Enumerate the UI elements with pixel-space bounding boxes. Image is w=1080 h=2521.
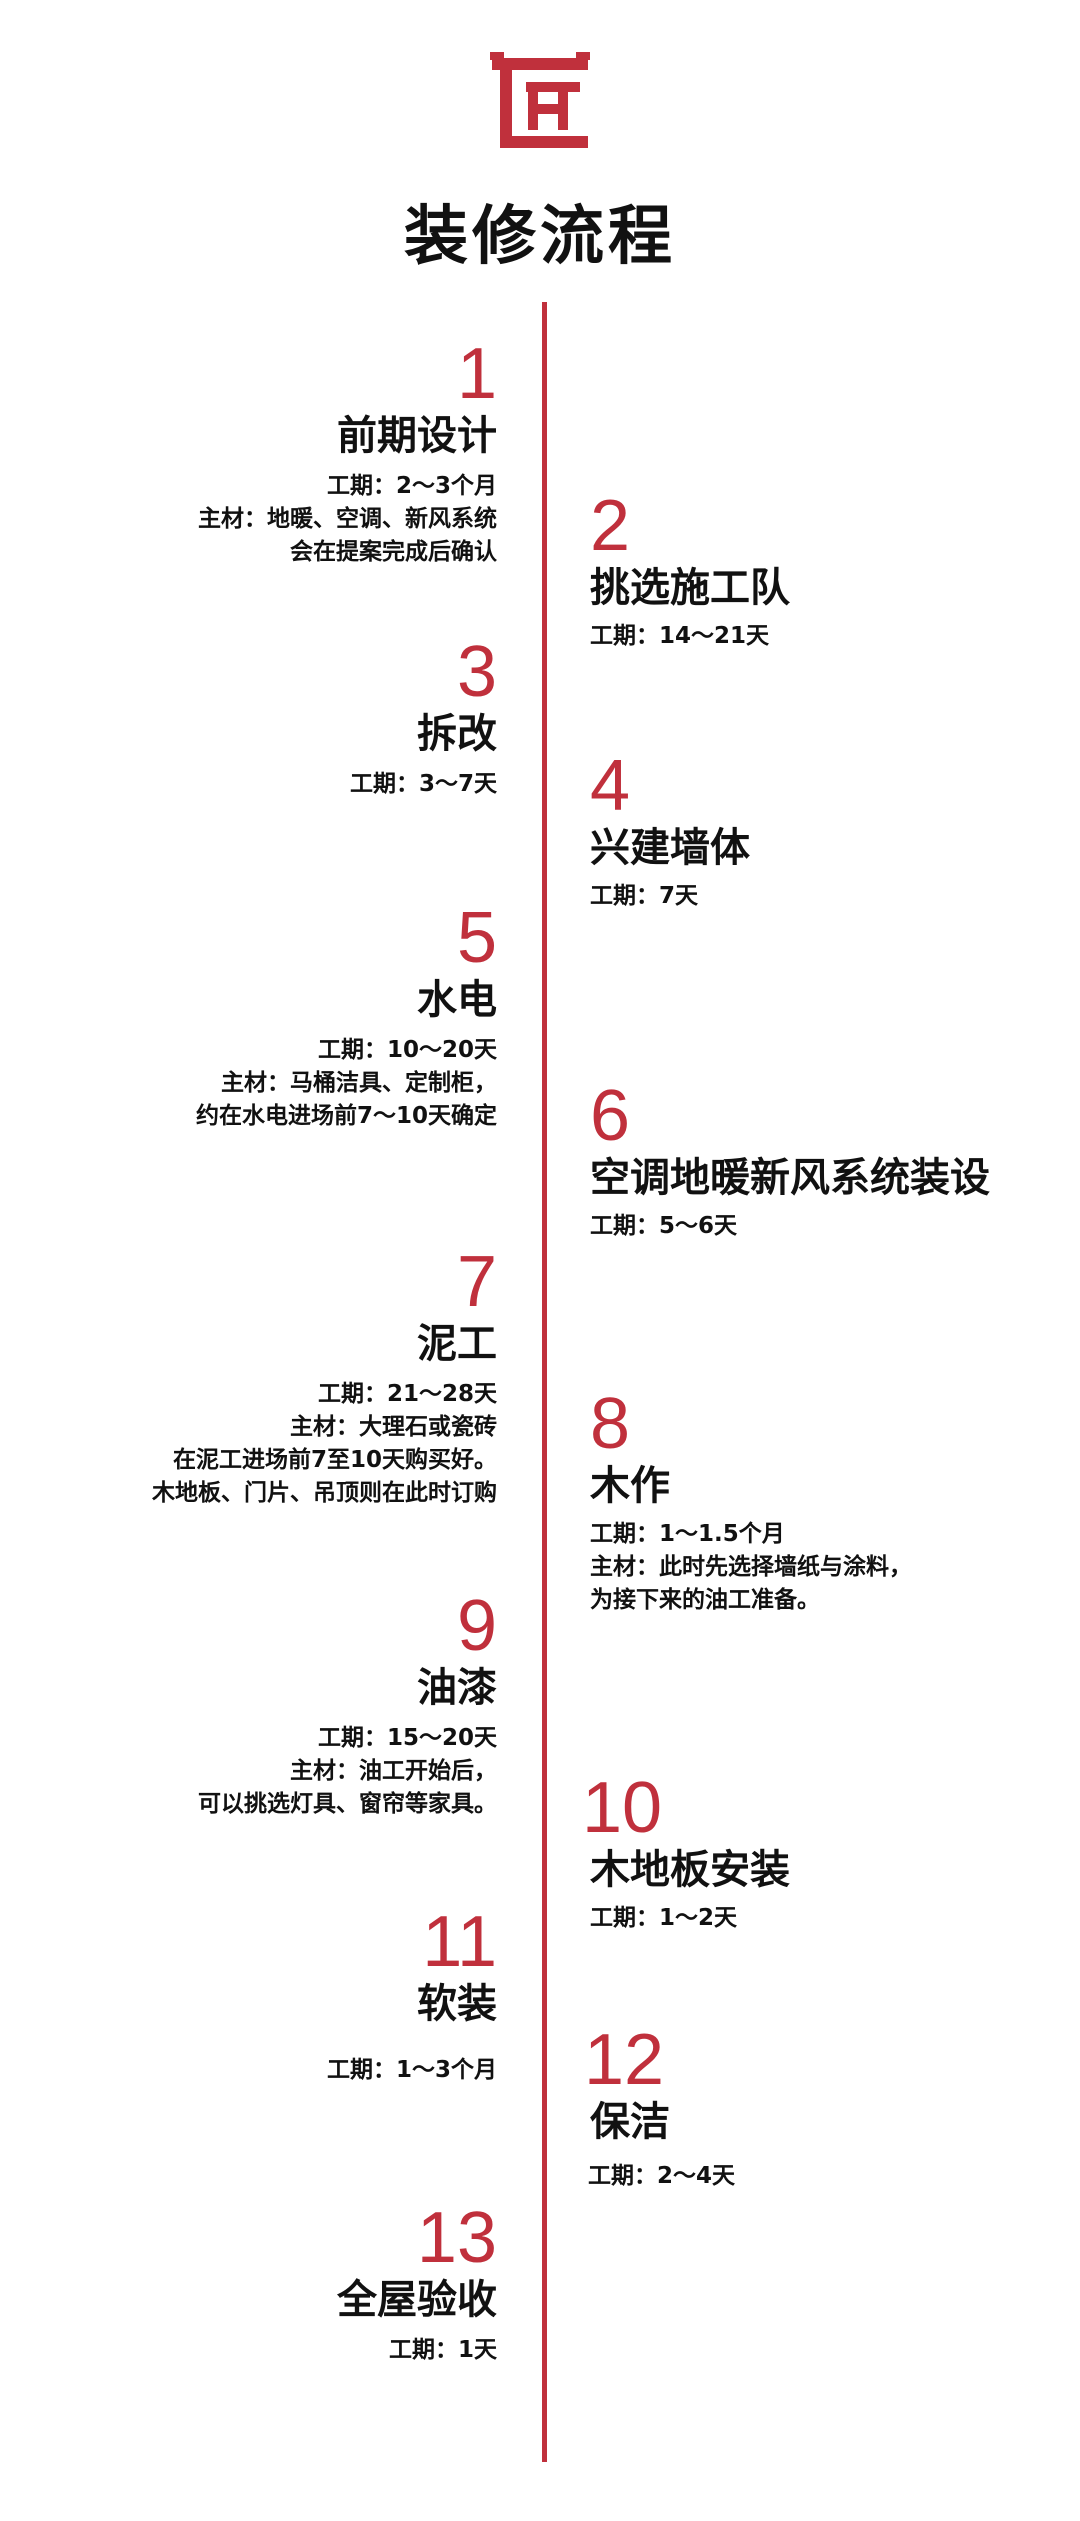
step-9: 9 油漆 工期：15～20天 主材：油工开始后， 可以挑选灯具、窗帘等家具。 bbox=[198, 1586, 497, 1821]
step-title: 挑选施工队 bbox=[590, 565, 790, 611]
step-12: 12 保洁 工期：2～4天 bbox=[584, 2020, 735, 2193]
step-detail-line: 工期：10～20天 bbox=[317, 1037, 497, 1063]
timeline-line bbox=[542, 302, 547, 2462]
step-details: 工期：14～21天 bbox=[590, 620, 790, 653]
step-6: 6 空调地暖新风系统装设 工期：5～6天 bbox=[590, 1076, 990, 1243]
step-title: 水电 bbox=[417, 977, 497, 1023]
step-detail-line: 为接下来的油工准备。 bbox=[590, 1587, 820, 1613]
step-title: 保洁 bbox=[590, 2099, 670, 2145]
step-detail-line: 主材：此时先选择墙纸与涂料， bbox=[590, 1554, 912, 1580]
step-7: 7 泥工 工期：21～28天 主材：大理石或瓷砖 在泥工进场前7至10天购买好。… bbox=[152, 1242, 497, 1510]
step-detail-line: 可以挑选灯具、窗帘等家具。 bbox=[198, 1791, 497, 1817]
step-number: 2 bbox=[590, 486, 631, 566]
step-number: 4 bbox=[590, 746, 631, 826]
step-details: 工期：3～7天 bbox=[350, 768, 497, 801]
step-details: 工期：21～28天 主材：大理石或瓷砖 在泥工进场前7至10天购买好。 木地板、… bbox=[152, 1378, 497, 1510]
step-detail-line: 工期：1～1.5个月 bbox=[590, 1521, 785, 1547]
step-details: 工期：2～3个月 主材：地暖、空调、新风系统 会在提案完成后确认 bbox=[198, 470, 497, 569]
step-title: 全屋验收 bbox=[337, 2277, 497, 2323]
step-detail-line: 工期：5～6天 bbox=[590, 1213, 738, 1239]
step-detail-line: 工期：1～3个月 bbox=[326, 2057, 497, 2083]
step-details: 工期：1～2天 bbox=[590, 1902, 790, 1935]
step-title: 前期设计 bbox=[337, 413, 497, 459]
step-detail-line: 约在水电进场前7～10天确定 bbox=[195, 1103, 497, 1129]
step-8: 8 木作 工期：1～1.5个月 主材：此时先选择墙纸与涂料， 为接下来的油工准备… bbox=[590, 1384, 912, 1617]
step-title: 木地板安装 bbox=[590, 1847, 790, 1893]
step-title: 软装 bbox=[417, 1981, 497, 2027]
step-detail-line: 工期：21～28天 bbox=[317, 1381, 497, 1407]
step-title: 兴建墙体 bbox=[590, 825, 750, 871]
step-details: 工期：1天 bbox=[337, 2334, 497, 2367]
step-number: 6 bbox=[590, 1076, 631, 1156]
step-detail-line: 工期：14～21天 bbox=[590, 623, 770, 649]
step-details: 工期：2～4天 bbox=[588, 2160, 735, 2193]
step-11: 11 软装 工期：1～3个月 bbox=[327, 1902, 497, 2087]
step-title: 泥工 bbox=[417, 1321, 497, 1367]
step-details: 工期：7天 bbox=[590, 880, 750, 913]
step-number: 11 bbox=[422, 1902, 497, 1982]
step-1: 1 前期设计 工期：2～3个月 主材：地暖、空调、新风系统 会在提案完成后确认 bbox=[198, 334, 497, 569]
step-2: 2 挑选施工队 工期：14～21天 bbox=[590, 486, 790, 653]
step-detail-line: 主材：地暖、空调、新风系统 bbox=[198, 506, 497, 532]
step-title: 油漆 bbox=[417, 1665, 497, 1711]
step-details: 工期：10～20天 主材：马桶洁具、定制柜， 约在水电进场前7～10天确定 bbox=[196, 1034, 497, 1133]
step-4: 4 兴建墙体 工期：7天 bbox=[590, 746, 750, 913]
step-details: 工期：1～3个月 bbox=[327, 2054, 497, 2087]
step-detail-line: 主材：马桶洁具、定制柜， bbox=[221, 1070, 497, 1096]
step-details: 工期：5～6天 bbox=[590, 1210, 990, 1243]
step-number: 10 bbox=[582, 1768, 663, 1848]
step-number: 5 bbox=[456, 898, 497, 978]
step-detail-line: 主材：油工开始后， bbox=[290, 1758, 497, 1784]
step-number: 1 bbox=[456, 334, 497, 414]
step-number: 3 bbox=[456, 632, 497, 712]
step-detail-line: 在泥工进场前7至10天购买好。 bbox=[172, 1447, 497, 1473]
step-number: 7 bbox=[456, 1242, 497, 1322]
step-detail-line: 工期：1天 bbox=[388, 2337, 497, 2363]
step-3: 3 拆改 工期：3～7天 bbox=[350, 632, 497, 801]
jiang-logo-icon bbox=[490, 52, 590, 148]
step-10: 10 木地板安装 工期：1～2天 bbox=[582, 1768, 790, 1935]
step-5: 5 水电 工期：10～20天 主材：马桶洁具、定制柜， 约在水电进场前7～10天… bbox=[196, 898, 497, 1133]
step-detail-line: 木地板、门片、吊顶则在此时订购 bbox=[152, 1480, 497, 1506]
step-number: 9 bbox=[456, 1586, 497, 1666]
step-detail-line: 工期：1～2天 bbox=[590, 1905, 738, 1931]
step-detail-line: 会在提案完成后确认 bbox=[290, 539, 497, 565]
step-details: 工期：1～1.5个月 主材：此时先选择墙纸与涂料， 为接下来的油工准备。 bbox=[590, 1518, 912, 1617]
step-13: 13 全屋验收 工期：1天 bbox=[337, 2198, 497, 2367]
step-title: 木作 bbox=[590, 1463, 670, 1509]
step-detail-line: 工期：15～20天 bbox=[317, 1725, 497, 1751]
step-detail-line: 工期：2～4天 bbox=[588, 2163, 736, 2189]
step-detail-line: 工期：7天 bbox=[590, 883, 699, 909]
page-title: 装修流程 bbox=[404, 200, 676, 274]
step-title: 拆改 bbox=[417, 711, 497, 757]
step-number: 12 bbox=[584, 2020, 665, 2100]
step-detail-line: 工期：3～7天 bbox=[349, 771, 497, 797]
step-number: 13 bbox=[416, 2198, 497, 2278]
step-details: 工期：15～20天 主材：油工开始后， 可以挑选灯具、窗帘等家具。 bbox=[198, 1722, 497, 1821]
step-detail-line: 主材：大理石或瓷砖 bbox=[290, 1414, 497, 1440]
step-detail-line: 工期：2～3个月 bbox=[326, 473, 497, 499]
step-title: 空调地暖新风系统装设 bbox=[590, 1155, 990, 1201]
step-number: 8 bbox=[590, 1384, 631, 1464]
